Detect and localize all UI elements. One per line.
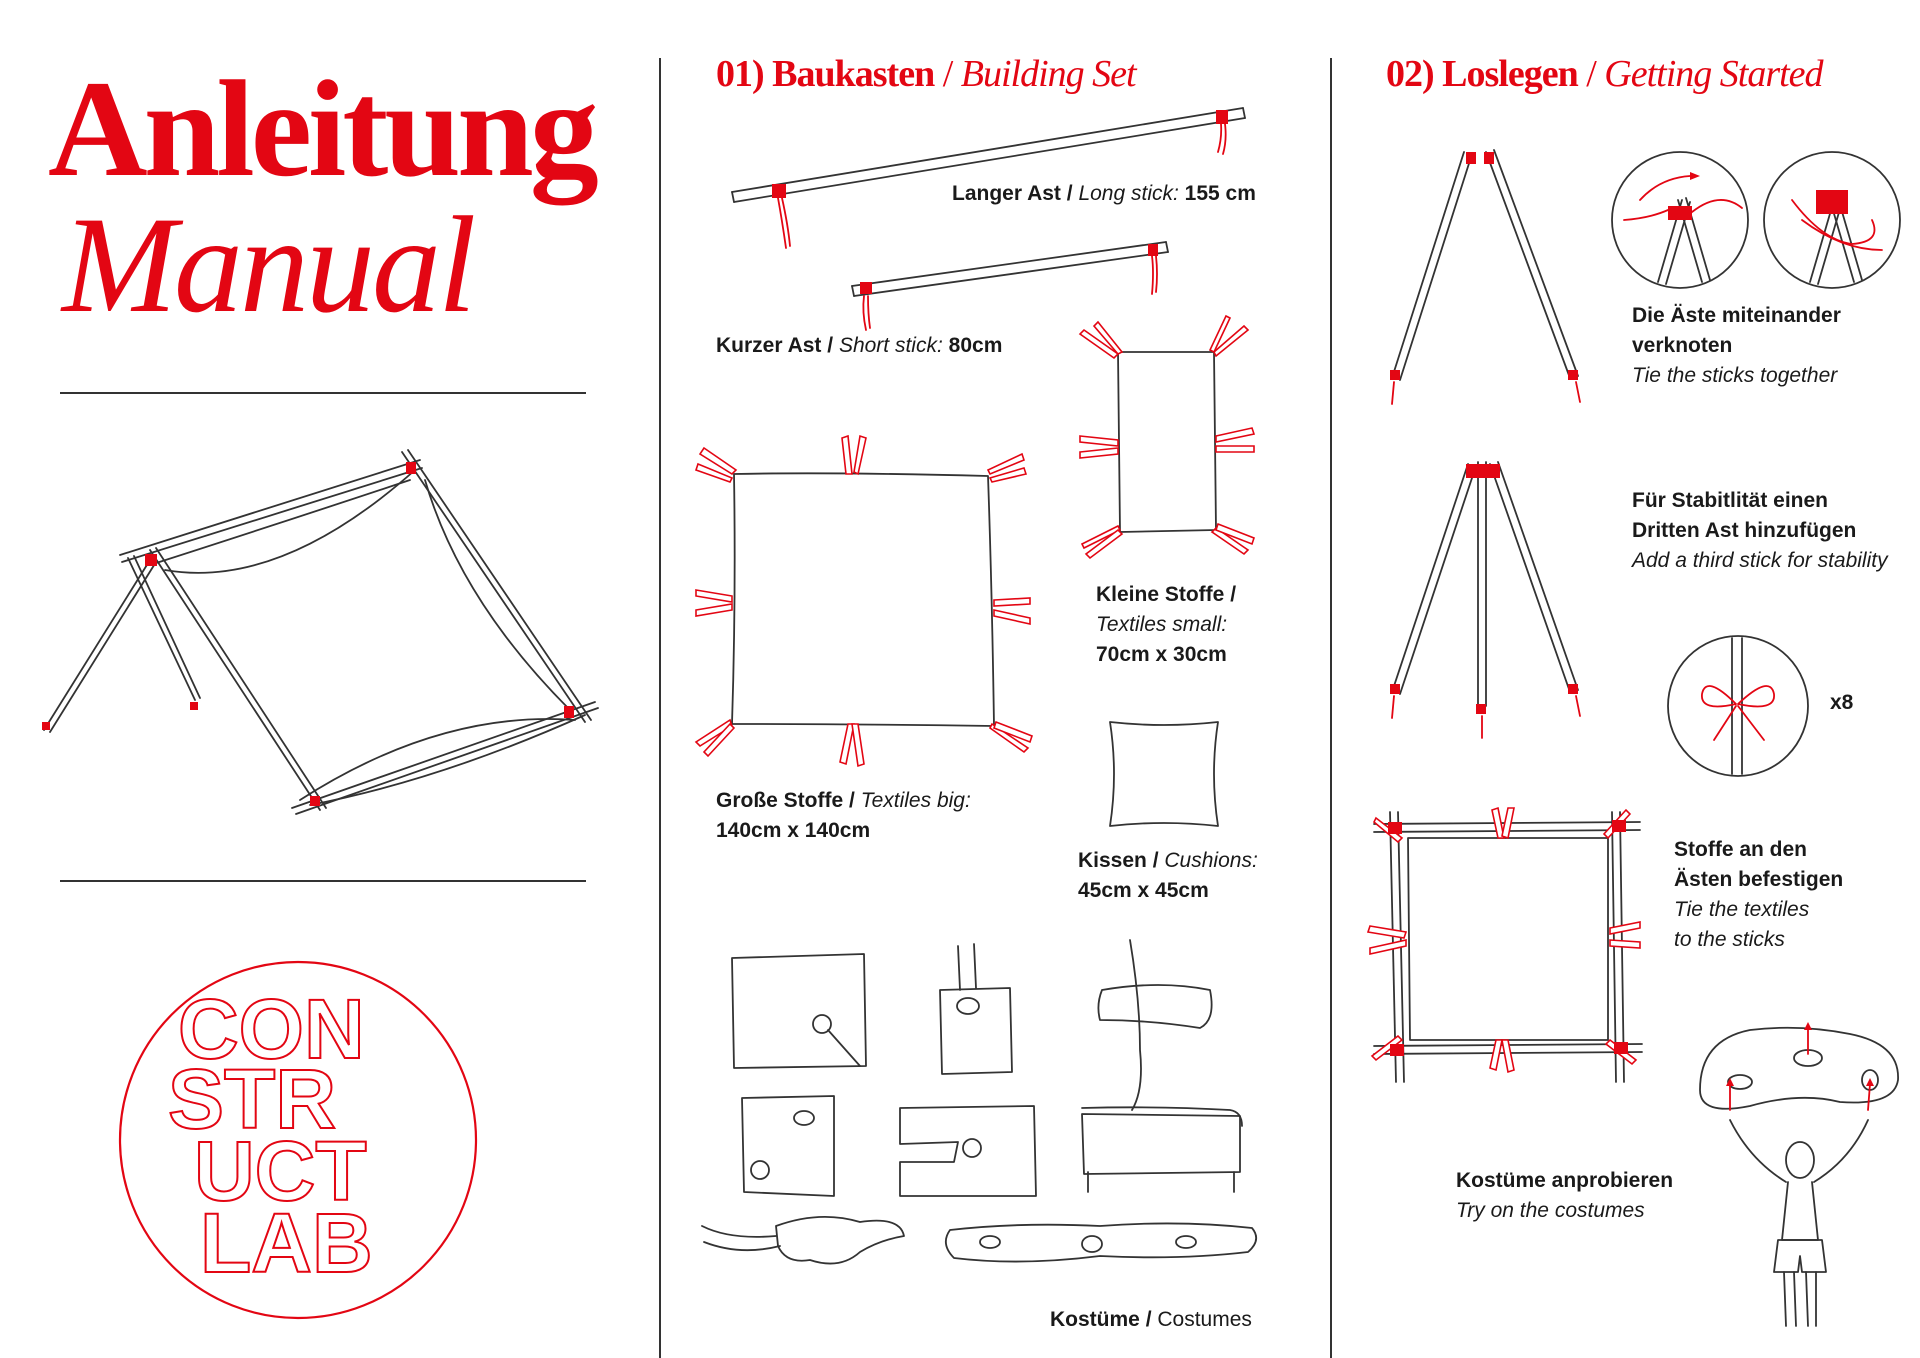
constructlab-logo: CON STR UCT LAB: [118, 960, 478, 1320]
bow-knot-icon: [1667, 635, 1809, 777]
bow-count: x8: [1830, 691, 1854, 714]
divider-top: [60, 392, 586, 394]
section-1-heading: 01) Baukasten / Building Set: [716, 53, 1137, 95]
costumes-label: Kostüme / Costumes: [1050, 1308, 1252, 1331]
long-stick-illustration: [731, 107, 1246, 249]
step-2-text: Für Stabitlität einen Dritten Ast hinzuf…: [1632, 489, 1888, 572]
logo-line-4: LAB: [200, 1196, 373, 1290]
small-textile-illustration: [1078, 314, 1256, 560]
step-4-text: Kostüme anprobieren Try on the costumes: [1456, 1169, 1674, 1222]
big-textile-illustration: [694, 434, 1033, 768]
tent-illustration: [42, 449, 599, 815]
logo-line-1: CON: [178, 982, 365, 1076]
step-3-text: Stoffe an den Ästen befestigen Tie the t…: [1674, 838, 1844, 951]
title-english: Manual: [62, 188, 476, 341]
knot-detail-1-icon: [1611, 151, 1749, 289]
knot-detail-2-icon: [1763, 151, 1901, 289]
textile-frame-illustration: [1366, 806, 1643, 1083]
column-divider-1: [659, 58, 661, 1358]
textiles-big-label: Große Stoffe / Textiles big: 140cm x 140…: [716, 789, 971, 842]
cushion-illustration: [1109, 721, 1219, 827]
title-german: Anleitung: [48, 52, 599, 205]
tripod-illustration: [1390, 461, 1581, 739]
section-2-heading: 02) Loslegen / Getting Started: [1386, 53, 1824, 95]
long-stick-label: Langer Ast / Long stick: 155 cm: [952, 182, 1256, 205]
textiles-small-label: Kleine Stoffe / Textiles small: 70cm x 3…: [1096, 583, 1237, 666]
a-frame-illustration: [1390, 149, 1581, 405]
costumes-illustration: [701, 939, 1258, 1265]
cushions-label: Kissen / Cushions: 45cm x 45cm: [1078, 849, 1258, 902]
divider-bottom: [60, 880, 586, 882]
column-divider-2: [1330, 58, 1332, 1358]
short-stick-label: Kurzer Ast / Short stick: 80cm: [716, 334, 1003, 357]
logo-line-3: UCT: [194, 1124, 367, 1218]
logo-line-2: STR: [168, 1052, 336, 1146]
costume-person-illustration: [1699, 1022, 1899, 1327]
step-1-text: Die Äste miteinander verknoten Tie the s…: [1632, 304, 1841, 387]
short-stick-illustration: [851, 241, 1169, 331]
